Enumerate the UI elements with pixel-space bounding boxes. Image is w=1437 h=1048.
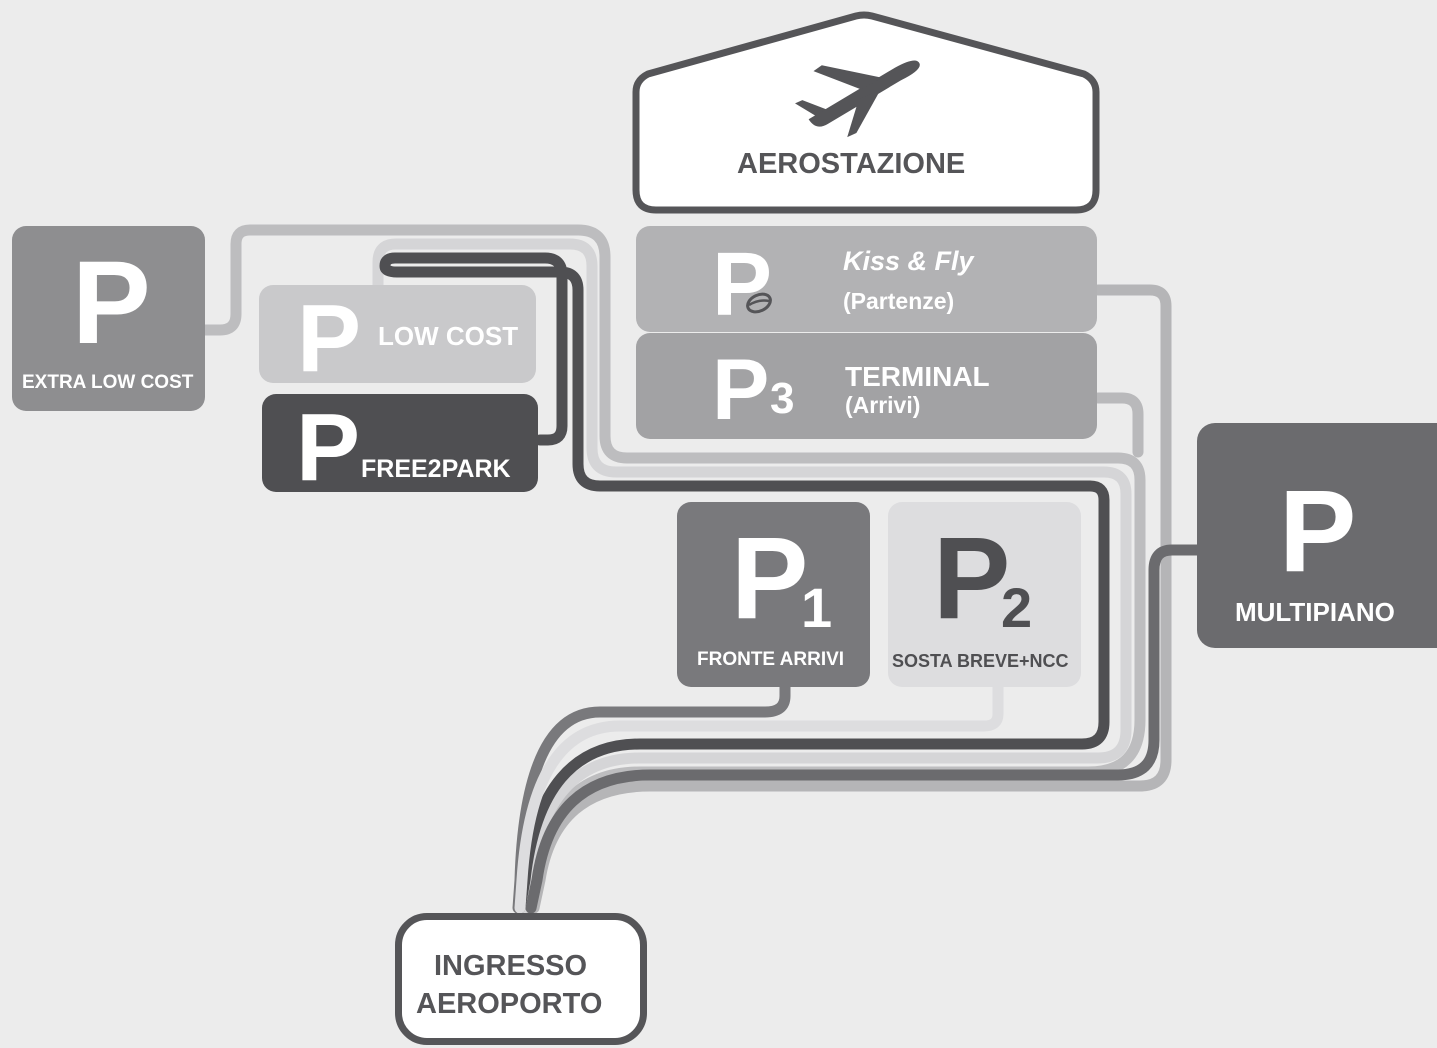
parking-number: 3 — [770, 374, 795, 423]
terminal-label: AEROSTAZIONE — [737, 148, 966, 180]
airplane-icon — [795, 60, 920, 138]
parking-multipiano[interactable]: P MULTIPIANO — [1197, 423, 1437, 648]
kiss-fly-title: Kiss & Fly — [843, 246, 974, 276]
parking-symbol: P — [1279, 466, 1357, 596]
parking-label: EXTRA LOW COST — [22, 372, 194, 393]
parking-free2park[interactable]: P FREE2PARK — [262, 394, 538, 496]
parking-symbol: P — [731, 513, 809, 643]
route-free2park — [379, 252, 1110, 914]
parking-low-cost[interactable]: P LOW COST — [259, 285, 536, 387]
parking-number: 1 — [801, 576, 833, 639]
lips-icon — [746, 292, 772, 314]
parking-symbol: P — [933, 513, 1011, 643]
p3-title: TERMINAL — [845, 361, 990, 392]
entrance-line2: AEROPORTO — [416, 988, 603, 1020]
parking-symbol: P — [712, 235, 773, 335]
parking-label: FREE2PARK — [361, 455, 511, 483]
kiss-fly-subtitle: (Partenze) — [843, 288, 955, 314]
p3-subtitle: (Arrivi) — [845, 392, 921, 418]
parking-p1[interactable]: P 1 FRONTE ARRIVI — [677, 502, 870, 687]
route-multipiano — [525, 544, 1204, 914]
parking-label: MULTIPIANO — [1235, 597, 1395, 627]
entrance-line1: INGRESSO — [434, 950, 588, 982]
parking-p3[interactable]: P 3 TERMINAL (Arrivi) — [636, 333, 1097, 439]
route-low-cost — [372, 238, 1132, 914]
parking-symbol: P — [712, 342, 770, 438]
parking-label: LOW COST — [378, 321, 519, 351]
parking-symbol: P — [297, 285, 362, 392]
parking-symbol: P — [296, 394, 361, 501]
route-p2 — [514, 680, 1004, 914]
entrance-box: INGRESSO AEROPORTO — [395, 913, 647, 1045]
parking-extra-low-cost[interactable]: P EXTRA LOW COST — [12, 226, 205, 411]
parking-symbol: P — [72, 237, 151, 369]
parking-number: 2 — [1001, 576, 1033, 639]
parking-p2[interactable]: P 2 SOSTA BREVE+NCC — [888, 502, 1081, 687]
parking-kiss-fly[interactable]: P Kiss & Fly (Partenze) — [636, 226, 1097, 332]
parking-label: FRONTE ARRIVI — [697, 649, 845, 670]
parking-label: SOSTA BREVE+NCC — [892, 651, 1069, 671]
route-p3 — [1092, 392, 1144, 458]
